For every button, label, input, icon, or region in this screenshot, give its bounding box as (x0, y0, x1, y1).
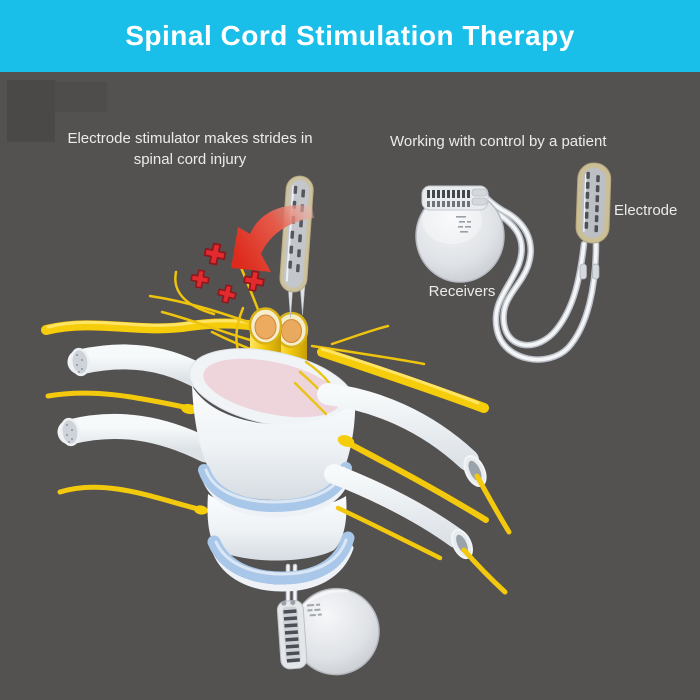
caption-right: Working with control by a patient (390, 133, 607, 150)
disc-ring-1 (198, 462, 352, 518)
plus-icon (202, 241, 228, 267)
vertebra-body-1 (192, 386, 356, 500)
label-receivers: Receivers (428, 283, 496, 300)
caption-left: Electrode stimulator makes strides in sp… (40, 128, 340, 170)
spinal-nerves-right-back (335, 441, 489, 561)
plus-icon (215, 282, 239, 306)
nerve-root-bulge (194, 505, 208, 515)
disc-ring-2 (207, 531, 355, 592)
page-title: Spinal Cord Stimulation Therapy (125, 20, 575, 51)
paddle-right-contacts (584, 171, 600, 233)
stimulation-arrow-icon (231, 205, 314, 272)
cable-sleeve (592, 263, 600, 280)
nerve-root-bulge (181, 403, 197, 415)
label-electrode: Electrode (614, 202, 678, 219)
nerve-root-bulge (337, 435, 355, 447)
header-bar: Spinal Cord Stimulation Therapy (0, 0, 700, 72)
caption-left-line1: Electrode stimulator makes strides in (67, 130, 313, 147)
receiver-pins (427, 190, 470, 198)
receiver-electrode-diagram (415, 162, 612, 363)
nerve-network (148, 256, 426, 366)
generator-etch-marks (307, 603, 322, 617)
generator-pins (283, 609, 300, 663)
implanted-generator (276, 587, 380, 676)
plus-icon (242, 269, 266, 293)
right-ribs (317, 383, 487, 560)
spine-illustration (41, 175, 512, 676)
receiver-device (415, 185, 505, 283)
caption-left-line2: spinal cord injury (133, 151, 247, 168)
watermark-logo-tail (55, 82, 107, 112)
plus-icon (189, 268, 211, 290)
spinal-nerves-right-front (317, 347, 512, 595)
paddle-electrode (279, 175, 314, 293)
receiver-pins-row2 (427, 201, 470, 207)
receiver-etch-marks (456, 216, 471, 233)
paddle-contacts (288, 185, 306, 273)
paddle-electrode-right (575, 162, 612, 244)
cable-sleeve (579, 263, 587, 280)
watermark-logo (7, 80, 55, 142)
